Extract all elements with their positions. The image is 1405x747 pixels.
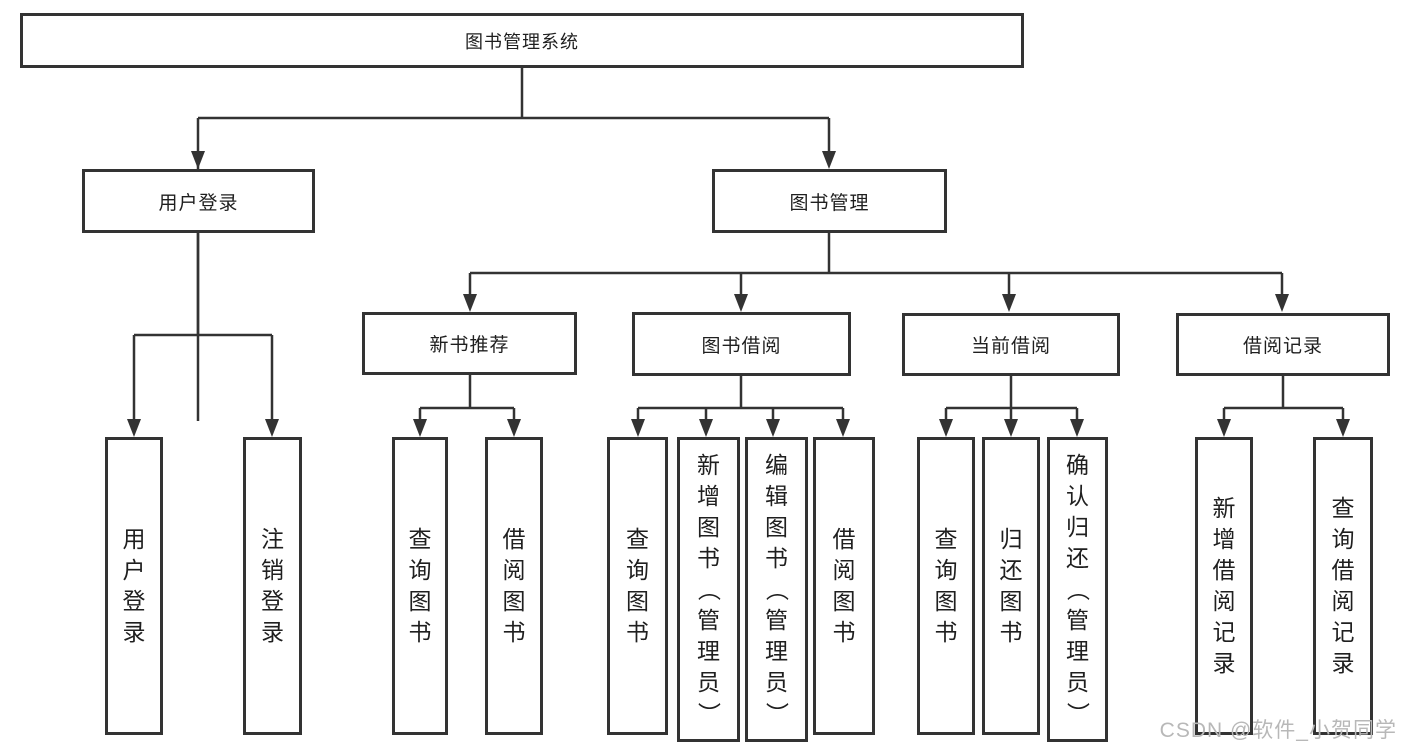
leaf-logout: 注销登录: [243, 437, 302, 735]
leaf-user-login: 用户登录: [105, 437, 163, 735]
leaf-add-borrow-record: 新增借阅记录: [1195, 437, 1253, 735]
leaf-borrow-books-1: 借阅图书: [485, 437, 543, 735]
node-book-mgmt: 图书管理: [712, 169, 947, 233]
node-root: 图书管理系统: [20, 13, 1024, 68]
node-borrow-records-label: 借阅记录: [1242, 336, 1323, 357]
leaf-query-borrow-record: 查询借阅记录: [1313, 437, 1373, 735]
node-borrow-records: 借阅记录: [1176, 313, 1390, 376]
csdn-watermark: CSDN @软件_小贺同学: [1159, 719, 1397, 742]
node-book-borrow-label: 图书借阅: [701, 335, 782, 357]
leaf-query-books-1: 查询图书: [392, 437, 448, 735]
node-book-borrow: 图书借阅: [632, 312, 851, 376]
node-user-login: 用户登录: [82, 169, 315, 233]
node-new-book-rec-label: 新书推荐: [429, 335, 510, 356]
node-user-login-label: 用户登录: [158, 192, 239, 214]
node-book-mgmt-label: 图书管理: [789, 192, 870, 214]
node-new-book-rec: 新书推荐: [362, 312, 577, 375]
connector-bookborrow-to-leaves: [631, 376, 850, 437]
connector-newbookrec-to-leaves: [413, 375, 521, 437]
leaf-edit-book-admin: 编辑图书（管理员）: [745, 437, 808, 742]
node-root-label: 图书管理系统: [465, 31, 579, 52]
connector-currentborrow-to-leaves: [939, 376, 1084, 437]
connector-bookmgmt-to-level3: [463, 233, 1289, 312]
node-current-borrow-label: 当前借阅: [970, 336, 1051, 357]
leaf-query-books-3: 查询图书: [917, 437, 975, 735]
node-current-borrow: 当前借阅: [902, 313, 1120, 376]
leaf-query-books-2: 查询图书: [607, 437, 668, 735]
connector-userlogin-to-leaves: [127, 233, 279, 437]
connector-borrowrecords-to-leaves: [1217, 376, 1350, 437]
leaf-return-book: 归还图书: [982, 437, 1040, 735]
leaf-borrow-books-2: 借阅图书: [813, 437, 875, 735]
leaf-confirm-return-admin: 确认归还（管理员）: [1047, 437, 1108, 742]
connector-root-to-level2: [191, 68, 836, 421]
leaf-add-book-admin: 新增图书（管理员）: [677, 437, 740, 742]
